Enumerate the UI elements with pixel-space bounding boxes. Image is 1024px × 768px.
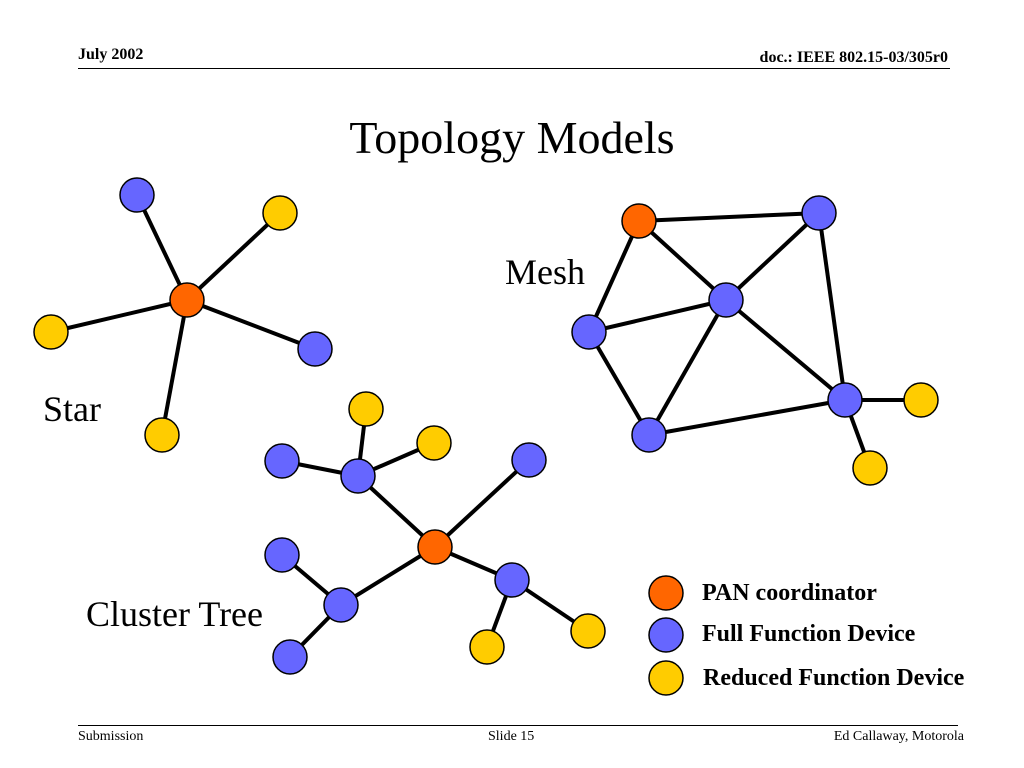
full-function-device-node xyxy=(571,314,607,350)
mesh-link xyxy=(588,298,727,334)
mesh-link xyxy=(637,219,728,302)
full-function-device-node xyxy=(494,562,530,598)
full-function-device-node xyxy=(827,382,863,418)
star-link xyxy=(160,299,189,436)
pan-coordinator-node xyxy=(417,529,453,565)
full-function-device-node xyxy=(340,458,376,494)
reduced-function-device-node xyxy=(570,613,606,649)
pan-coordinator-node xyxy=(169,282,205,318)
full-function-device-node xyxy=(264,443,300,479)
legend-reduced-function-device-marker xyxy=(648,660,684,696)
reduced-function-device-node xyxy=(416,425,452,461)
legend-markers xyxy=(648,575,684,696)
mesh-topology xyxy=(571,195,939,486)
full-function-device-node xyxy=(119,177,155,213)
reduced-function-device-node xyxy=(262,195,298,231)
legend-pan-coordinator-label: PAN coordinator xyxy=(702,580,877,606)
legend-full-function-device-marker xyxy=(648,617,684,653)
mesh-link xyxy=(724,211,821,302)
legend-reduced-function-device-label: Reduced Function Device xyxy=(703,665,965,691)
mesh-link xyxy=(587,330,651,437)
mesh-link xyxy=(647,299,728,436)
star-link xyxy=(135,194,189,301)
full-function-device-node xyxy=(631,417,667,453)
star-link xyxy=(185,211,282,302)
star-label: Star xyxy=(43,389,101,429)
reduced-function-device-node xyxy=(348,391,384,427)
cluster-tree-label: Cluster Tree xyxy=(86,594,264,634)
pan-coordinator-node xyxy=(621,203,657,239)
footer-divider xyxy=(78,725,958,726)
header-doc-id: doc.: IEEE 802.15-03/305r0 xyxy=(759,49,948,66)
full-function-device-node xyxy=(801,195,837,231)
mesh-link xyxy=(817,212,847,401)
reduced-function-device-node xyxy=(903,382,939,418)
slide-title: Topology Models xyxy=(349,112,675,163)
reduced-function-device-node xyxy=(144,417,180,453)
star-link xyxy=(50,298,188,334)
full-function-device-node xyxy=(264,537,300,573)
slide-number: Slide 15 xyxy=(488,729,535,744)
full-function-device-node xyxy=(272,639,308,675)
legend-full-function-device-label: Full Function Device xyxy=(702,621,916,647)
mesh-label: Mesh xyxy=(505,252,585,292)
cluster-tree-topology xyxy=(264,391,606,675)
star-link xyxy=(186,298,316,351)
star-topology xyxy=(33,177,333,453)
full-function-device-node xyxy=(511,442,547,478)
mesh-link xyxy=(587,220,641,333)
mesh-link xyxy=(648,398,846,437)
full-function-device-node xyxy=(708,282,744,318)
reduced-function-device-node xyxy=(852,450,888,486)
reduced-function-device-node xyxy=(33,314,69,350)
header-date: July 2002 xyxy=(78,46,144,63)
mesh-link xyxy=(638,211,820,223)
legend-pan-coordinator-marker xyxy=(648,575,684,611)
full-function-device-node xyxy=(297,331,333,367)
reduced-function-device-node xyxy=(469,629,505,665)
mesh-link xyxy=(724,298,847,402)
tree-link xyxy=(433,458,531,549)
full-function-device-node xyxy=(323,587,359,623)
tree-link xyxy=(339,545,437,607)
header-divider xyxy=(78,68,950,69)
footer-submission: Submission xyxy=(78,729,144,744)
footer-author: Ed Callaway, Motorola xyxy=(833,729,964,744)
